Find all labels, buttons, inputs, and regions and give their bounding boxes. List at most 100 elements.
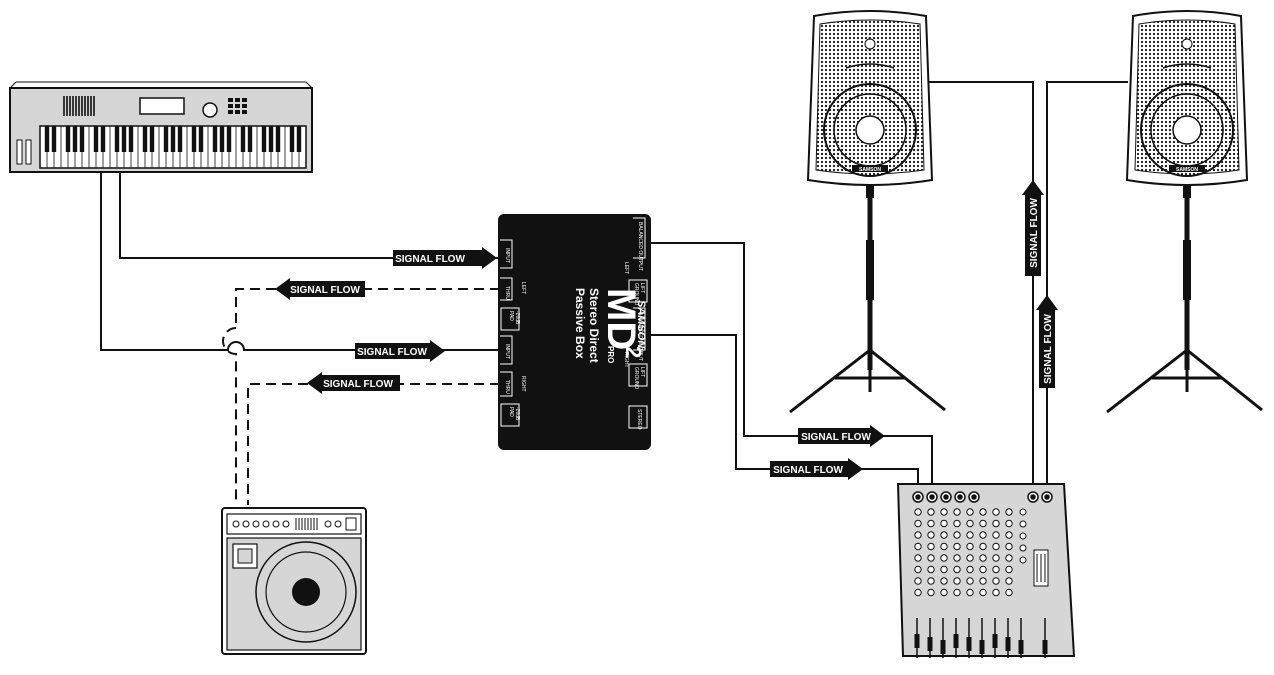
mixer-knob bbox=[966, 565, 974, 574]
mixer-knob bbox=[927, 554, 935, 562]
mixer-knob bbox=[953, 519, 961, 528]
mixer-knob bbox=[927, 542, 935, 551]
mixer-knob bbox=[992, 554, 1000, 562]
display-screen bbox=[139, 97, 185, 115]
mixer-knob bbox=[979, 577, 987, 585]
signal-flow-arrow: SIGNAL FLOW bbox=[1036, 295, 1058, 388]
black-key bbox=[121, 126, 127, 152]
di-lift-label: LIFT bbox=[639, 367, 645, 377]
di-model-main: MD bbox=[599, 288, 643, 350]
cable-thru-right bbox=[247, 383, 500, 505]
black-key bbox=[191, 126, 197, 152]
black-key bbox=[198, 126, 204, 152]
di-line1: Stereo Direct bbox=[587, 288, 601, 363]
di-stereo-label: STEREO bbox=[636, 409, 642, 430]
mixer-knob bbox=[940, 519, 948, 528]
mixer-knob bbox=[966, 508, 974, 516]
black-key bbox=[268, 126, 274, 152]
di-input-label: INPUT bbox=[504, 344, 510, 359]
signal-flow-label: SIGNAL FLOW bbox=[290, 285, 360, 296]
speaker-badge: SAMSON bbox=[1176, 167, 1198, 173]
mixer-knob bbox=[914, 519, 922, 528]
mixer-knob bbox=[1005, 588, 1013, 597]
di-brand: SAMSON bbox=[635, 300, 647, 349]
black-key bbox=[114, 126, 120, 152]
signal-flow-label: SIGNAL FLOW bbox=[395, 254, 465, 265]
mixer-knob bbox=[992, 577, 1000, 585]
button-grid bbox=[228, 98, 247, 114]
mixing-console bbox=[896, 483, 1076, 658]
signal-flow-label: SIGNAL FLOW bbox=[357, 347, 427, 358]
signal-flow-label: SIGNAL FLOW bbox=[773, 465, 843, 476]
mixer-knob bbox=[927, 577, 935, 585]
cable-keyboard-left bbox=[119, 172, 500, 259]
mod-wheel bbox=[25, 139, 32, 165]
black-key bbox=[240, 126, 246, 152]
black-key bbox=[128, 126, 134, 152]
di-thru-label: THRU bbox=[504, 286, 510, 300]
mixer-knob bbox=[979, 508, 987, 516]
mixer-knob bbox=[914, 554, 922, 562]
fader-cap bbox=[927, 637, 933, 651]
mixer-knob bbox=[992, 508, 1000, 516]
signal-flow-arrow: SIGNAL FLOW bbox=[307, 372, 400, 394]
mixer-knob bbox=[979, 531, 987, 539]
di-out-label: BALANCED OUTPUT bbox=[637, 222, 643, 271]
mixer-knob bbox=[992, 588, 1000, 597]
fader-cap bbox=[1005, 637, 1011, 651]
black-key bbox=[44, 126, 50, 152]
knob bbox=[202, 102, 218, 118]
cable-keyboard-right bbox=[100, 172, 500, 351]
mixer-knob bbox=[927, 519, 935, 528]
signal-flow-arrow: SIGNAL FLOW bbox=[798, 425, 885, 447]
di-pad-label: PAD bbox=[508, 311, 514, 321]
mixer-knob bbox=[1005, 577, 1013, 585]
cable-mixer-to-right-speaker bbox=[1046, 81, 1128, 492]
mixer-knob bbox=[1019, 556, 1027, 564]
di-input-label: INPUT bbox=[504, 248, 510, 263]
black-key bbox=[100, 126, 106, 152]
mixer-knob bbox=[953, 508, 961, 516]
pa-speaker-left: SAMSON bbox=[789, 10, 946, 414]
mixer-knob bbox=[914, 588, 922, 597]
mixer-knob bbox=[953, 588, 961, 597]
fader-cap bbox=[914, 634, 920, 648]
mixer-knob bbox=[914, 577, 922, 585]
di-right-label: RIGHT bbox=[623, 352, 629, 368]
cable-thru-left bbox=[222, 288, 500, 505]
cable-di-out-left bbox=[650, 242, 933, 492]
signal-flow-label: SIGNAL FLOW bbox=[1029, 198, 1040, 268]
fader-cap bbox=[940, 640, 946, 654]
mixer-knob bbox=[966, 588, 974, 597]
mixer-knob bbox=[979, 554, 987, 562]
signal-flow-arrow: SIGNAL FLOW bbox=[1022, 180, 1044, 276]
mixer-knob bbox=[979, 542, 987, 551]
fader-cap bbox=[979, 640, 985, 654]
black-key bbox=[72, 126, 78, 152]
di-line2: Passive Box bbox=[573, 288, 587, 359]
mixer-knob bbox=[940, 577, 948, 585]
mixer-knob bbox=[1005, 519, 1013, 528]
signal-flow-label: SIGNAL FLOW bbox=[1043, 314, 1054, 384]
mixer-knob bbox=[1019, 544, 1027, 552]
di-right-label: RIGHT bbox=[520, 376, 526, 392]
black-key bbox=[170, 126, 176, 152]
black-key bbox=[93, 126, 99, 152]
mixer-knob bbox=[1005, 554, 1013, 562]
pitch-wheel bbox=[16, 139, 23, 165]
black-key bbox=[79, 126, 85, 152]
guitar-amp bbox=[221, 507, 367, 655]
mixer-knob bbox=[966, 531, 974, 539]
black-key bbox=[212, 126, 218, 152]
signal-flow-arrow: SIGNAL FLOW bbox=[275, 278, 365, 300]
mixer-knob bbox=[953, 531, 961, 539]
mixer-knob bbox=[1005, 542, 1013, 551]
di-ground-label: GROUND bbox=[633, 367, 639, 390]
mixer-knob bbox=[966, 519, 974, 528]
mixer-knob bbox=[940, 508, 948, 516]
mixer-knob bbox=[914, 565, 922, 574]
mixer-knob bbox=[940, 588, 948, 597]
signal-flow-arrow: SIGNAL FLOW bbox=[355, 340, 445, 362]
di-left-label: LEFT bbox=[623, 262, 629, 274]
